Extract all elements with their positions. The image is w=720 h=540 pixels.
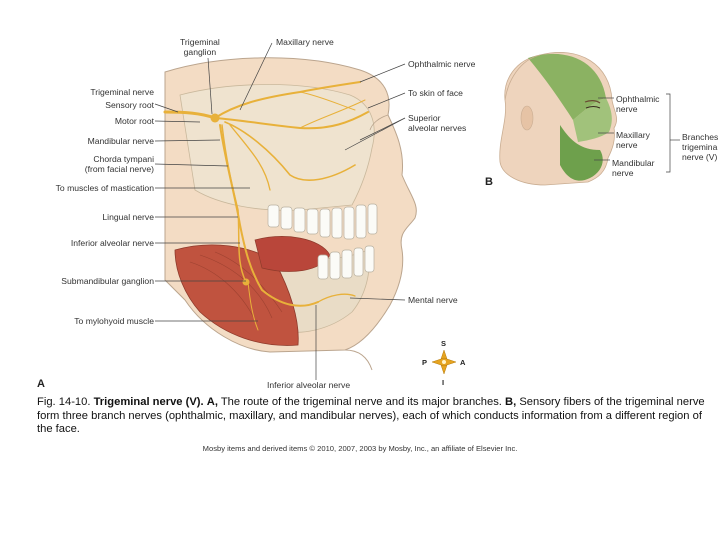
label-lingual-nerve: Lingual nerve	[102, 212, 154, 222]
figure-caption: Fig. 14-10. Trigeminal nerve (V). A, The…	[37, 396, 705, 436]
panel-label-b: B	[485, 176, 493, 188]
compass-posterior: P	[422, 358, 428, 367]
label-maxillary-nerve: Maxillary nerve	[276, 37, 334, 47]
label-sensory-root: Sensory root	[105, 100, 154, 110]
head-section-a	[163, 57, 417, 371]
lower-teeth	[317, 245, 375, 280]
submandibular-ganglion-mark	[242, 278, 250, 286]
nerve-paths	[163, 81, 369, 331]
compass-superior: S	[441, 339, 447, 348]
label-mandibular-nerve: Mandibular nerve	[87, 136, 154, 146]
label-submandibular-ganglion: Submandibular ganglion	[61, 276, 154, 286]
label-to-mylohyoid-muscle: To mylohyoid muscle	[74, 316, 154, 326]
muscle-tissue	[174, 244, 299, 346]
label-mental-nerve: Mental nerve	[408, 295, 458, 305]
maxillary-zone	[573, 98, 612, 142]
label-ophthalmic-nerve: Ophthalmic nerve	[408, 59, 476, 69]
copyright-credit: Mosby items and derived items © 2010, 20…	[202, 444, 518, 453]
mandibular-zone	[560, 125, 603, 181]
label-inferior-alveolar-nerve-bottom: Inferior alveolar nerve	[267, 380, 351, 390]
compass-anterior: A	[460, 358, 466, 367]
label-chorda-tympani: Chorda tympani(from facial nerve)	[84, 154, 154, 174]
trigeminal-illustration	[154, 42, 680, 380]
head-b	[499, 52, 680, 186]
label-to-skin-of-face: To skin of face	[408, 88, 463, 98]
upper-teeth	[267, 203, 378, 240]
leader-lines	[154, 42, 406, 380]
label-inferior-alveolar-nerve-left: Inferior alveolar nerve	[70, 238, 154, 248]
panel-label-a: A	[37, 378, 45, 390]
orientation-compass	[431, 349, 457, 375]
label-trigeminal-nerve: Trigeminal nerve	[90, 87, 154, 97]
label-to-muscles-of-mastication: To muscles of mastication	[55, 183, 154, 193]
compass-inferior: I	[442, 378, 445, 387]
ophthalmic-zone	[528, 53, 606, 120]
skull-bone	[179, 84, 375, 211]
trigeminal-ganglion-mark	[210, 113, 220, 123]
label-motor-root: Motor root	[114, 116, 154, 126]
